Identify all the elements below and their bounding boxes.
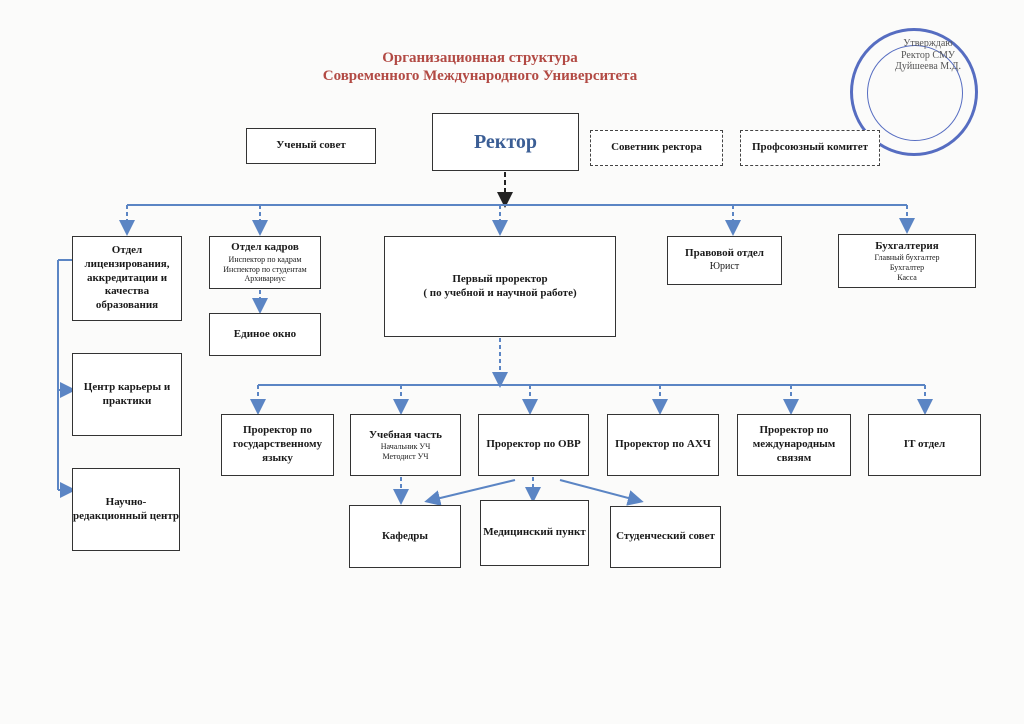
single-window-box: Единое окно: [209, 313, 321, 356]
trade-union-box: Профсоюзный комитет: [740, 130, 880, 166]
first-vice-subtitle: ( по учебной и научной работе): [423, 286, 577, 299]
approval-line: Утверждаю: [903, 38, 953, 49]
approval-line: Дуйшеева М.Д.: [895, 61, 961, 72]
hr-item: Архивариус: [244, 274, 286, 284]
academic-office-box: Учебная часть Начальник УЧ Методист УЧ: [350, 414, 461, 476]
student-council-box: Студенческий совет: [610, 506, 721, 568]
academic-title: Учебная часть: [368, 428, 442, 441]
academic-item: Начальник УЧ: [380, 442, 431, 452]
accounting-item: Бухгалтер: [889, 263, 925, 273]
hr-dept-box: Отдел кадров Инспектор по кадрам Инспект…: [209, 236, 321, 289]
accounting-item: Касса: [897, 272, 917, 282]
first-vice-rector-box: Первый проректор ( по учебной и научной …: [384, 236, 616, 337]
ahch-vice-box: Проректор по АХЧ: [607, 414, 719, 476]
legal-item: Юрист: [709, 261, 740, 273]
legal-dept-box: Правовой отдел Юрист: [667, 236, 782, 285]
ovr-vice-box: Проректор по ОВР: [478, 414, 589, 476]
rector-advisor-box: Советник ректора: [590, 130, 723, 166]
medical-point-box: Медицинский пункт: [480, 500, 589, 566]
publishing-center-box: Научно-редакционный центр: [72, 468, 180, 551]
state-language-vice-box: Проректор по государственному языку: [221, 414, 334, 476]
accounting-box: Бухгалтерия Главный бухгалтер Бухгалтер …: [838, 234, 976, 288]
approval-line: Ректор СМУ: [901, 49, 955, 61]
hr-item: Инспектор по кадрам: [228, 254, 302, 264]
career-center-box: Центр карьеры и практики: [72, 353, 182, 436]
official-seal: [850, 28, 978, 156]
chart-title-line2: Современного Международного Университета: [322, 68, 638, 84]
approval-block: Утверждаю Ректор СМУ Дуйшеева М.Д.: [895, 38, 961, 73]
accounting-item: Главный бухгалтер: [874, 253, 940, 263]
legal-title: Правовой отдел: [685, 247, 764, 260]
accounting-title: Бухгалтерия: [875, 239, 939, 252]
hr-item: Инспектор по студентам: [223, 264, 307, 274]
chart-title-line1: Организационная структура: [382, 50, 578, 66]
academic-council-box: Ученый совет: [246, 128, 376, 164]
rector-box: Ректор: [432, 113, 579, 171]
licensing-dept-box: Отдел лицензирования, аккредитации и кач…: [72, 236, 182, 321]
academic-item: Методист УЧ: [382, 451, 429, 461]
intl-vice-box: Проректор по международным связям: [737, 414, 851, 476]
first-vice-title: Первый проректор: [452, 272, 548, 285]
departments-box: Кафедры: [349, 505, 461, 568]
it-dept-box: IT отдел: [868, 414, 981, 476]
hr-title: Отдел кадров: [231, 241, 299, 254]
